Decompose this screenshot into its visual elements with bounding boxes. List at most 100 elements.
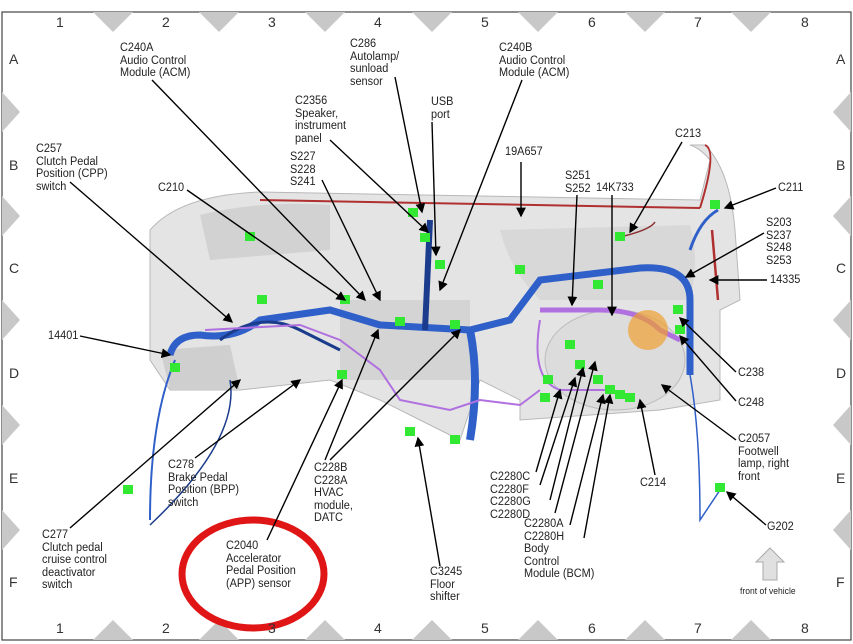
grid-marker [305, 620, 345, 640]
grid-marker [833, 405, 851, 445]
grid-column-2-top: 2 [162, 14, 170, 30]
grid-column-5-bottom: 5 [481, 620, 489, 636]
connector-icon [673, 305, 683, 314]
grid-marker [2, 510, 20, 550]
grid-marker [833, 196, 851, 236]
label-14401: 14401 [48, 330, 79, 342]
label-g202: G202 [767, 521, 794, 533]
label-c2040: C2040 Accelerator Pedal Position (APP) s… [226, 540, 296, 590]
instrument-panel-illustration [149, 144, 741, 441]
grid-marker [2, 300, 20, 340]
connector-icon [337, 370, 347, 379]
label-c240b: C240B Audio Control Module (ACM) [499, 42, 570, 79]
connector-icon [450, 320, 460, 329]
label-c211: C211 [778, 182, 804, 194]
grid-marker [305, 12, 345, 32]
connector-icon [515, 265, 525, 274]
label-c3245: C3245 Floor shifter [430, 566, 463, 603]
grid-marker [93, 12, 133, 32]
connector-icon [540, 393, 550, 402]
leader-line [583, 393, 614, 539]
leader-line [679, 334, 737, 402]
label-c210: C210 [158, 182, 185, 194]
grid-marker [833, 300, 851, 340]
leader-line [414, 436, 441, 567]
grid-marker [199, 620, 239, 640]
label-s203: S203 S237 S248 S253 [766, 217, 792, 267]
grid-marker [412, 12, 452, 32]
leader-line [438, 79, 523, 292]
grid-column-5-top: 5 [481, 14, 489, 30]
leader-line [569, 393, 606, 526]
grid-marker [833, 92, 851, 132]
grid-column-1-bottom: 1 [56, 620, 64, 636]
connector-icon [565, 340, 575, 349]
connector-icon [123, 485, 133, 494]
grid-column-7-top: 7 [694, 14, 702, 30]
connector-icon [395, 317, 405, 326]
leader-line [636, 398, 656, 476]
highlight-circle [178, 516, 328, 632]
label-c2057: C2057 Footwell lamp, right front [738, 433, 790, 483]
label-c213: C213 [675, 128, 702, 140]
leader-line [554, 360, 598, 514]
leader-line [567, 194, 578, 307]
connector-icon [675, 325, 685, 334]
connector-icon [615, 232, 625, 241]
label-s251: S251 S252 [565, 170, 591, 195]
connectors [123, 200, 725, 494]
leader-line [321, 179, 381, 302]
label-c228: C228B C228A HVAC module, DATC [314, 462, 353, 524]
label-c2280a: C2280A C2280H Body Control Module (BCM) [524, 518, 595, 580]
leader-line [324, 328, 380, 461]
grid-marker [412, 620, 452, 640]
grid-marker [2, 196, 20, 236]
leader-line [151, 79, 366, 302]
connector-icon [408, 208, 418, 217]
grid-row-D-right: D [836, 365, 847, 381]
connector-icon [605, 385, 615, 394]
connector-icon [245, 232, 255, 241]
leader-line [725, 491, 767, 526]
label-c278: C278 Brake Pedal Position (BPP) switch [168, 459, 240, 509]
connector-icon [715, 483, 725, 492]
connector-icon [170, 363, 180, 372]
label-c240a: C240A Audio Control Module (ACM) [120, 42, 191, 79]
leader-line [266, 378, 343, 541]
label-c277: C277 Clutch pedal cruise control deactiv… [42, 529, 107, 591]
label-front-of-vehicle: front of vehicle [740, 586, 796, 596]
leader-line [329, 329, 461, 461]
connector-icon [420, 233, 430, 242]
grid-marker [2, 405, 20, 445]
label-s227: S227 S228 S241 [290, 151, 316, 188]
grid-column-4-bottom: 4 [374, 620, 382, 636]
grid-row-A-left: A [9, 51, 19, 67]
grid-marker [518, 620, 558, 640]
label-c2280c: C2280C C2280F C2280G C2280D [490, 471, 531, 521]
leader-line [394, 76, 426, 214]
grid-marker [199, 12, 239, 32]
leader-line [539, 376, 578, 486]
grid-marker [833, 510, 851, 550]
grid-marker [731, 620, 771, 640]
grid-column-2-bottom: 2 [162, 620, 170, 636]
grid-row-C-right: C [836, 260, 847, 276]
grid-row-C-left: C [9, 260, 20, 276]
connector-icon [575, 360, 585, 369]
grid-column-3-top: 3 [268, 14, 276, 30]
grid-row-E-left: E [9, 470, 19, 486]
grid-row-E-right: E [836, 470, 846, 486]
grid-row-B-left: B [9, 157, 19, 173]
grid-marker [731, 12, 771, 32]
label-c2356: C2356 Speaker, instrument panel [295, 95, 347, 145]
leader-line [430, 121, 441, 257]
grid-column-8-bottom: 8 [801, 620, 809, 636]
connector-icon [435, 260, 445, 269]
connector-icon [405, 427, 415, 436]
label-c238: C238 [738, 367, 765, 379]
connector-icon [615, 390, 625, 399]
leader-line [678, 317, 737, 373]
grid-column-1-top: 1 [56, 14, 64, 30]
